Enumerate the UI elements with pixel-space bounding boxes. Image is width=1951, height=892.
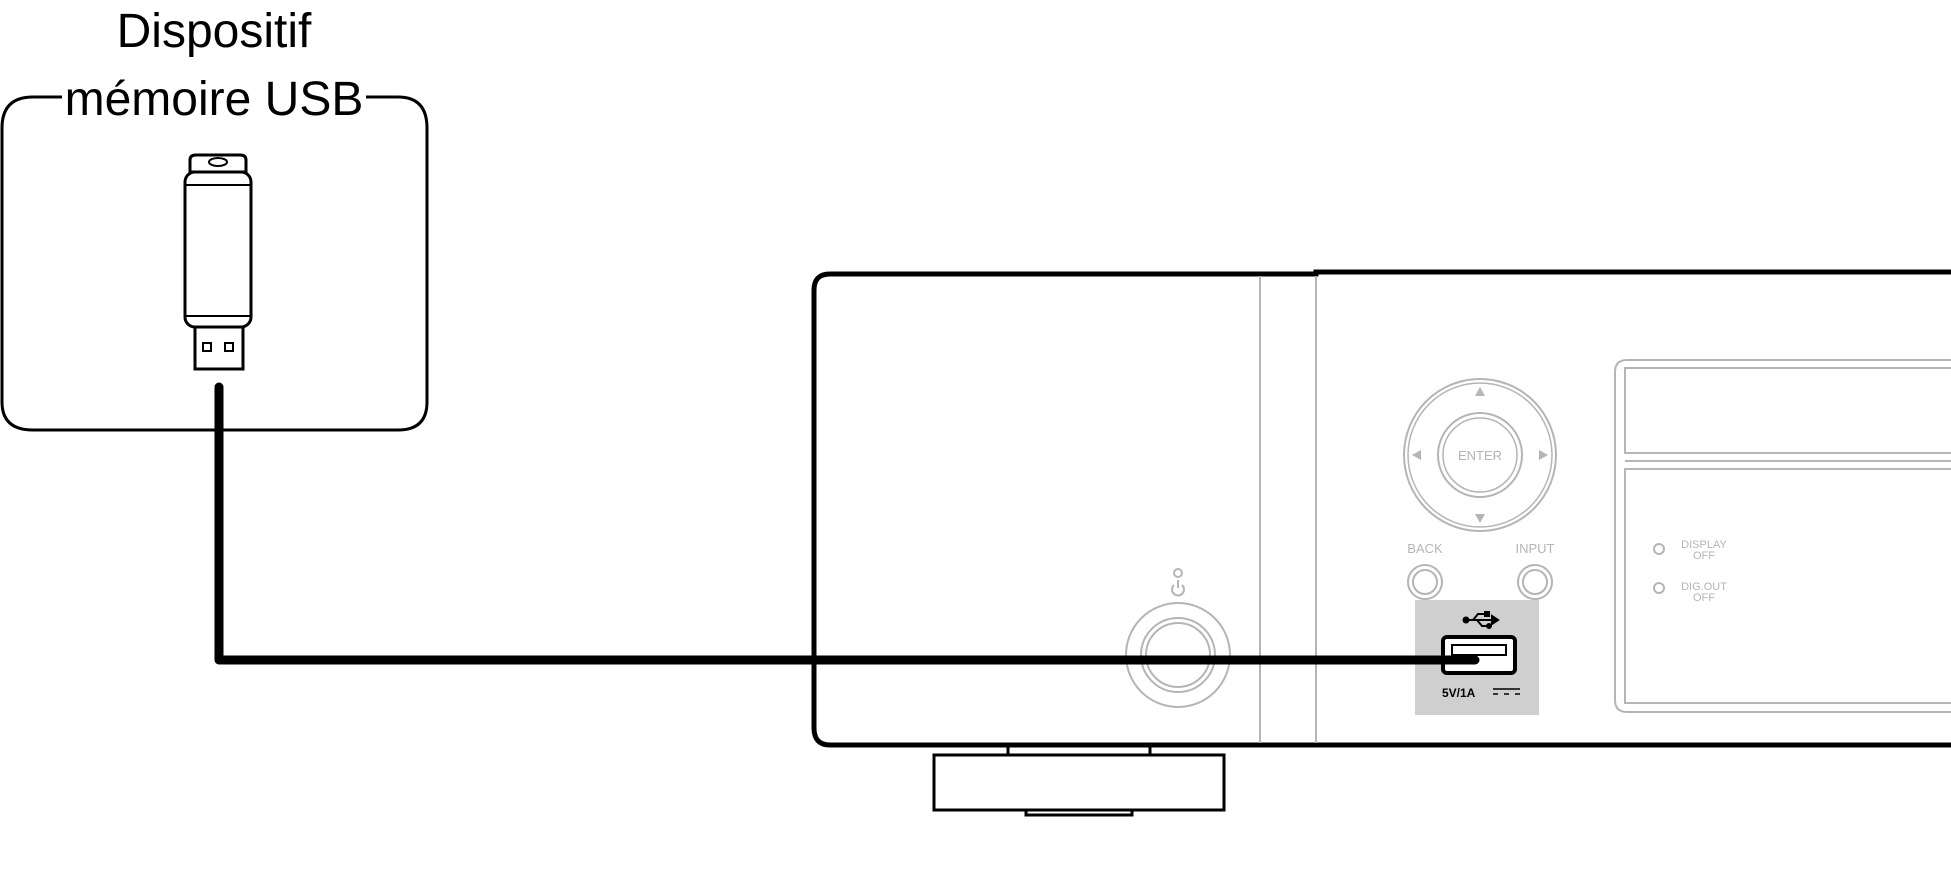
usb-device-title-line2: mémoire USB	[65, 73, 364, 126]
cursor-ring-inner	[1407, 382, 1553, 528]
usb-device-callout: Dispositif mémoire USB	[0, 5, 429, 432]
usb-device-title-line1: Dispositif	[117, 5, 312, 58]
usb-connection-cable	[214, 382, 1480, 665]
input-label: INPUT	[1516, 541, 1555, 556]
display-off-label-line2: OFF	[1693, 550, 1715, 562]
cursor-right-icon[interactable]	[1539, 450, 1548, 460]
cursor-up-icon[interactable]	[1475, 387, 1485, 396]
usb-port[interactable]	[1441, 635, 1517, 675]
enter-button[interactable]: ENTER	[1437, 412, 1523, 498]
enter-label: ENTER	[1458, 448, 1502, 463]
power-button[interactable]	[1125, 568, 1231, 708]
back-label: BACK	[1407, 541, 1443, 556]
player-front-panel: ENTER BACK INPUT 5V/1A	[811, 269, 1951, 817]
usb-flash-drive-icon	[183, 153, 253, 371]
display-off-indicator	[1653, 543, 1665, 555]
display-tray-outline	[1614, 359, 1951, 713]
dig-out-off-label-line1: DIG.OUT	[1681, 581, 1727, 593]
cursor-down-icon[interactable]	[1475, 514, 1485, 523]
display-tray-inner	[1624, 367, 1951, 454]
device-foot	[932, 745, 1226, 817]
usb-symbol-icon	[1462, 611, 1500, 629]
input-button[interactable]	[1517, 564, 1553, 600]
device-chassis	[811, 269, 1951, 748]
dig-out-off-indicator	[1653, 582, 1665, 594]
usb-port-rating: 5V/1A	[1442, 686, 1476, 700]
cursor-left-icon[interactable]	[1412, 450, 1421, 460]
display-off-label-line1: DISPLAY	[1681, 539, 1727, 551]
display-panel	[1624, 468, 1951, 704]
back-button[interactable]	[1407, 564, 1443, 600]
cursor-ring	[1403, 378, 1557, 532]
navigation-cursor-pad[interactable]: ENTER	[1403, 378, 1557, 532]
dig-out-off-label-line2: OFF	[1693, 592, 1715, 604]
dc-symbol-icon	[1493, 688, 1520, 695]
